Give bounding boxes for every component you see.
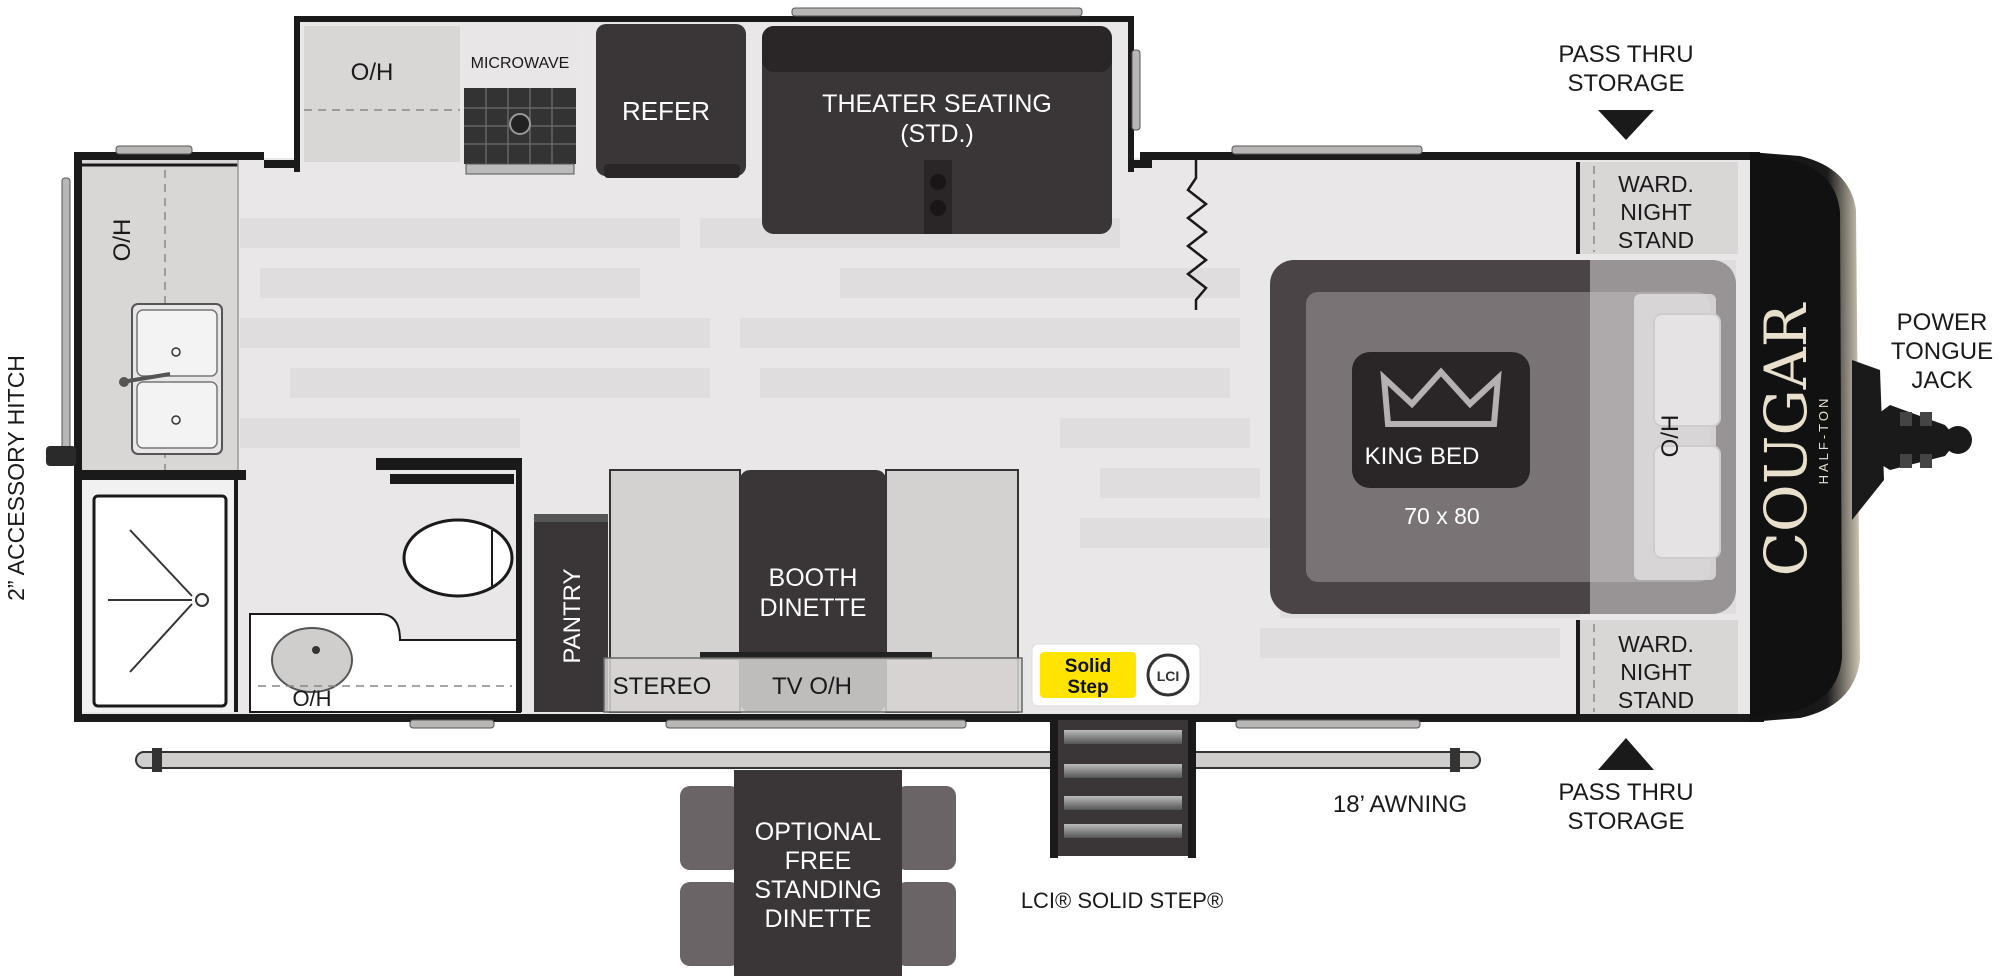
accessory-hitch-label: 2” ACCESSORY HITCH	[3, 355, 29, 601]
theater-seating-label-2: (STD.)	[900, 120, 974, 148]
tongue-jack-label-1: POWER	[1897, 309, 1988, 336]
solid-step-logo-text-1: Solid	[1065, 656, 1111, 677]
pantry: PANTRY	[534, 514, 608, 712]
wardrobe-bottom: WARD. NIGHT STAND	[1576, 620, 1738, 714]
front-cap: COUGAR HALF-TON	[1750, 152, 1860, 722]
bed-size-label: 70 x 80	[1404, 503, 1479, 529]
pass-thru-arrow-bottom-icon	[1598, 738, 1654, 770]
tv-overhead-label: TV O/H	[772, 673, 852, 700]
rear-overhead-label: O/H	[109, 219, 136, 262]
lci-logo-text: LCI	[1157, 668, 1180, 684]
stereo-label: STEREO	[613, 673, 712, 700]
bath-sink	[271, 627, 353, 693]
optional-dinette: OPTIONAL FREE STANDING DINETTE	[680, 770, 956, 976]
accessory-hitch-mount	[46, 446, 76, 466]
wardrobe-bottom-label-3: STAND	[1618, 687, 1694, 713]
wardrobe-bottom-label-2: NIGHT	[1620, 659, 1692, 685]
awning-label: 18’ AWNING	[1333, 791, 1467, 818]
solid-step-logo-text-2: Step	[1067, 677, 1108, 698]
refer-label: REFER	[622, 96, 710, 126]
crown-icon	[1380, 367, 1502, 427]
pillow	[1653, 313, 1721, 427]
windows	[61, 7, 1423, 729]
microwave-label: MICROWAVE	[471, 55, 570, 72]
floor-planks	[240, 218, 1580, 658]
king-bed-label: KING BED	[1365, 443, 1480, 470]
pass-thru-top-label-1: PASS THRU	[1558, 41, 1693, 68]
pass-thru-arrow-top-icon	[1598, 110, 1654, 140]
booth-dinette: BOOTH DINETTE STEREO TV O/H	[603, 469, 1023, 713]
bathroom: O/H	[82, 458, 522, 713]
pass-thru-top-label-2: STORAGE	[1568, 70, 1685, 97]
awning	[135, 748, 1481, 772]
booth-dinette-label-1: BOOTH	[769, 564, 858, 592]
kitchen-overhead-label: O/H	[351, 59, 394, 86]
theater-seating: THEATER SEATING (STD.)	[762, 26, 1112, 234]
wardrobe-top: WARD. NIGHT STAND	[1576, 162, 1738, 254]
exterior-walls	[74, 16, 1764, 722]
refrigerator	[596, 24, 746, 176]
slideout-kitchen: O/H MICROWAVE REFER	[304, 24, 746, 178]
brand-logo: COUGAR	[1752, 301, 1820, 576]
tongue-jack-label-3: JACK	[1911, 367, 1972, 394]
kitchen-sink	[119, 303, 223, 455]
brand-sublogo: HALF-TON	[1816, 396, 1831, 485]
pillow	[1653, 445, 1721, 559]
privacy-divider	[1185, 160, 1209, 310]
lci-solid-step-label: LCI® SOLID STEP®	[1021, 888, 1223, 913]
booth-dinette-label-2: DINETTE	[760, 594, 867, 622]
bed-overhead-label: O/H	[1657, 415, 1684, 458]
tongue-jack	[1852, 360, 1972, 520]
pantry-label: PANTRY	[559, 568, 586, 663]
entry-step	[1050, 720, 1196, 858]
wardrobe-top-label-1: WARD.	[1618, 171, 1694, 197]
wardrobe-top-label-2: NIGHT	[1620, 199, 1692, 225]
wardrobe-bottom-label-1: WARD.	[1618, 631, 1694, 657]
optional-dinette-label-2: FREE	[785, 847, 852, 875]
solid-step-logo: Solid Step LCI	[1031, 643, 1201, 707]
pass-thru-bottom-label-1: PASS THRU	[1558, 779, 1693, 806]
king-bed: KING BED 70 x 80 O/H	[1270, 260, 1736, 614]
kitchen-partition	[82, 470, 246, 480]
bath-overhead-label: O/H	[292, 686, 331, 711]
pass-thru-bottom-label-2: STORAGE	[1568, 808, 1685, 835]
optional-dinette-label-1: OPTIONAL	[755, 818, 882, 846]
theater-seating-label-1: THEATER SEATING	[822, 90, 1052, 118]
wardrobe-top-label-3: STAND	[1618, 227, 1694, 253]
toilet	[402, 518, 514, 598]
optional-dinette-label-3: STANDING	[754, 876, 881, 904]
optional-dinette-label-4: DINETTE	[765, 905, 872, 933]
tongue-jack-label-2: TONGUE	[1891, 338, 1993, 365]
